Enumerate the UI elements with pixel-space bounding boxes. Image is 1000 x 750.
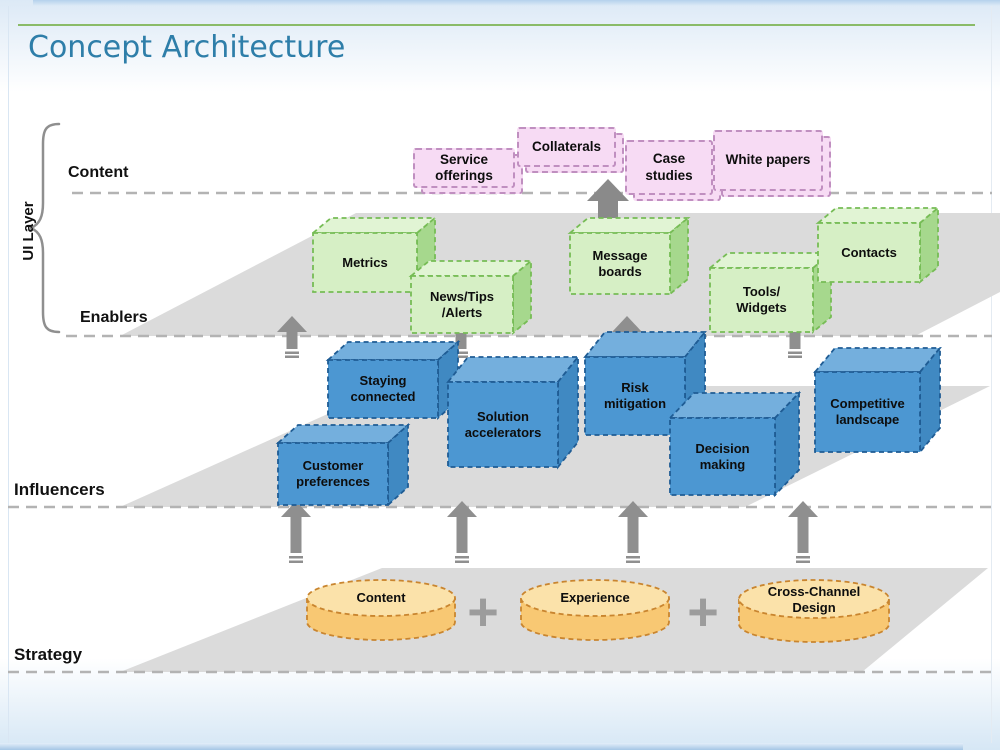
green-rule: [18, 24, 975, 26]
top-face: [275, 424, 411, 444]
up-arrow-influencers-3-icon: [618, 501, 648, 563]
side-face: [919, 206, 939, 284]
content-box-case-studies: Case studies: [625, 140, 713, 195]
bottom-bar: [0, 743, 963, 750]
front-face: [327, 359, 439, 419]
enabler-box-news-tips-alerts: News/Tips /Alerts: [408, 259, 534, 335]
top-face: [707, 252, 834, 269]
cube-solution-accelerators: Solution accelerators: [446, 354, 580, 470]
cube-customer-preferences: Customer preferences: [275, 422, 411, 508]
content-box-collaterals: Collaterals: [517, 127, 616, 167]
cylinder-experience: Experience: [519, 578, 671, 642]
cylinder-content: Content: [305, 578, 457, 642]
top-bar: [33, 0, 1000, 6]
front-face: [277, 442, 389, 506]
enabler-box-tools-widgets: Tools/ Widgets: [707, 251, 834, 334]
page-title: Concept Architecture: [28, 30, 346, 65]
front-face: [312, 232, 418, 293]
top-face: [815, 207, 941, 224]
layer-label-enablers: Enablers: [80, 309, 148, 326]
ui-layer-brace: [27, 122, 61, 334]
front-face: [410, 275, 514, 334]
front-face: [447, 381, 559, 468]
front-face: [817, 222, 921, 283]
side-face: [557, 354, 579, 470]
up-arrow-influencers-4-icon: [788, 501, 818, 563]
top-face: [325, 341, 461, 361]
cube-competitive-landscape: Competitive landscape: [813, 345, 942, 455]
enabler-box-metrics: Metrics: [310, 216, 438, 294]
front-face: [584, 356, 686, 436]
top-face: [310, 217, 438, 234]
up-arrow-influencers-2-icon: [447, 501, 477, 563]
cylinder-top: [520, 579, 670, 617]
front-face: [669, 417, 776, 496]
cylinder-top: [738, 579, 890, 619]
front-face: [814, 371, 921, 453]
cylinder-top: [306, 579, 456, 617]
top-face: [408, 260, 534, 277]
enabler-box-message-boards: Message boards: [567, 216, 691, 296]
top-gradient: [0, 0, 1000, 92]
up-arrow-influencers-1-icon: [281, 501, 311, 563]
top-face: [813, 347, 942, 373]
content-box-service-offerings: Service offerings: [413, 148, 515, 188]
up-arrow-enablers-1-icon: [277, 316, 307, 358]
ui-layer-label: UI Layer: [20, 201, 37, 261]
side-face: [919, 345, 941, 455]
left-edge-line: [8, 6, 9, 743]
cube-decision-making: Decision making: [667, 390, 802, 498]
front-face: [569, 232, 671, 295]
plus-sign-1: +: [467, 582, 499, 642]
content-box-white-papers: White papers: [713, 130, 823, 191]
right-edge-line: [991, 6, 992, 743]
top-face: [446, 356, 580, 383]
top-face: [567, 217, 691, 234]
bottom-gradient: [0, 658, 1000, 750]
cylinder-cross-channel-design: Cross-Channel Design: [737, 578, 891, 645]
cube-staying-connected: Staying connected: [325, 339, 461, 421]
layer-label-content: Content: [68, 164, 129, 181]
enabler-box-contacts: Contacts: [815, 206, 941, 284]
front-face: [709, 267, 814, 333]
plus-sign-2: +: [687, 582, 719, 642]
layer-label-influencers: Influencers: [14, 480, 105, 499]
layer-label-strategy: Strategy: [14, 645, 83, 664]
